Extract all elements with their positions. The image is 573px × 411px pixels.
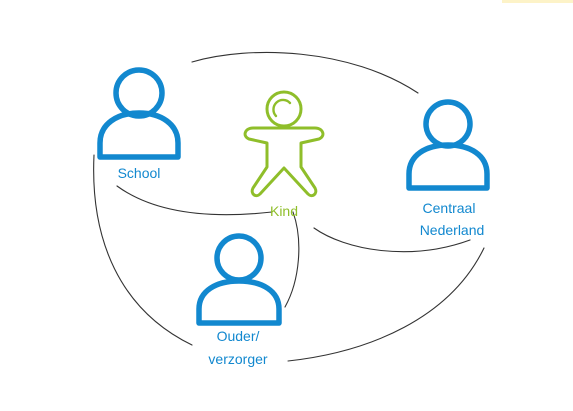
connector-ouder-centraal	[287, 247, 485, 362]
connector-school-ouder-outer	[93, 154, 193, 346]
school-person-icon	[97, 67, 181, 160]
kind-label: Kind	[270, 203, 298, 219]
centraal-label-line1: Centraal	[423, 200, 476, 216]
ouder-label-line1: Ouder/	[217, 328, 260, 344]
centraal-label-line2: Nederland	[420, 222, 485, 238]
connector-kind-centraal	[313, 227, 471, 253]
connector-kind-ouder	[284, 211, 300, 308]
connectors	[93, 51, 485, 362]
ouder-person-icon	[196, 233, 282, 326]
child-icon	[243, 90, 325, 198]
ouder-label-line2: verzorger	[208, 351, 267, 367]
centraal-person-icon	[406, 99, 490, 191]
connector-school-kind	[116, 185, 273, 216]
corner-accent	[502, 0, 573, 3]
school-label: School	[118, 165, 161, 181]
connector-school-centraal	[191, 51, 419, 94]
